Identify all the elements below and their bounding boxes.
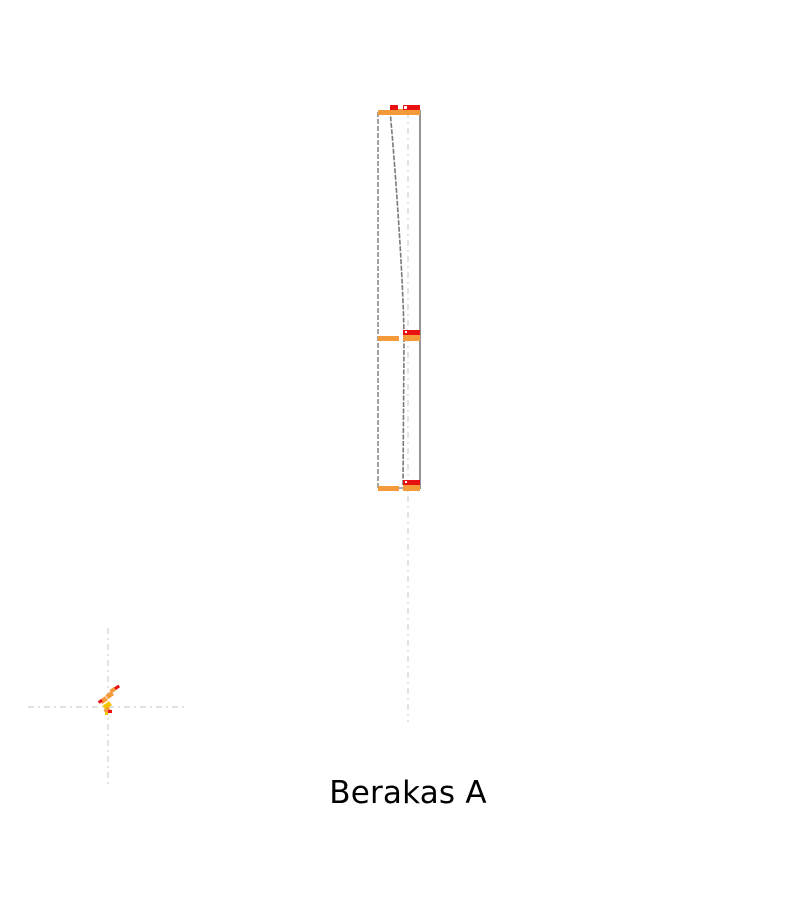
middle-orange-marker-left	[378, 336, 399, 341]
plan-view-cluster	[97, 684, 121, 715]
inner-curved-trace	[389, 109, 405, 486]
bottom-red-marker	[403, 480, 420, 485]
middle-red-marker	[403, 330, 420, 335]
middle-red-marker-dot	[405, 331, 407, 333]
bottom-red-marker-dot	[405, 481, 407, 483]
top-red-marker-2	[403, 105, 420, 110]
diagram-caption: Berakas A	[329, 775, 487, 811]
middle-orange-marker-right	[403, 335, 420, 341]
top-red-marker-gap	[404, 106, 407, 109]
top-orange-marker-left	[378, 110, 390, 115]
bottom-orange-marker-right	[403, 485, 420, 491]
bottom-orange-marker-left	[378, 486, 399, 491]
top-red-marker-1	[390, 105, 398, 110]
top-orange-marker-right	[390, 109, 420, 115]
